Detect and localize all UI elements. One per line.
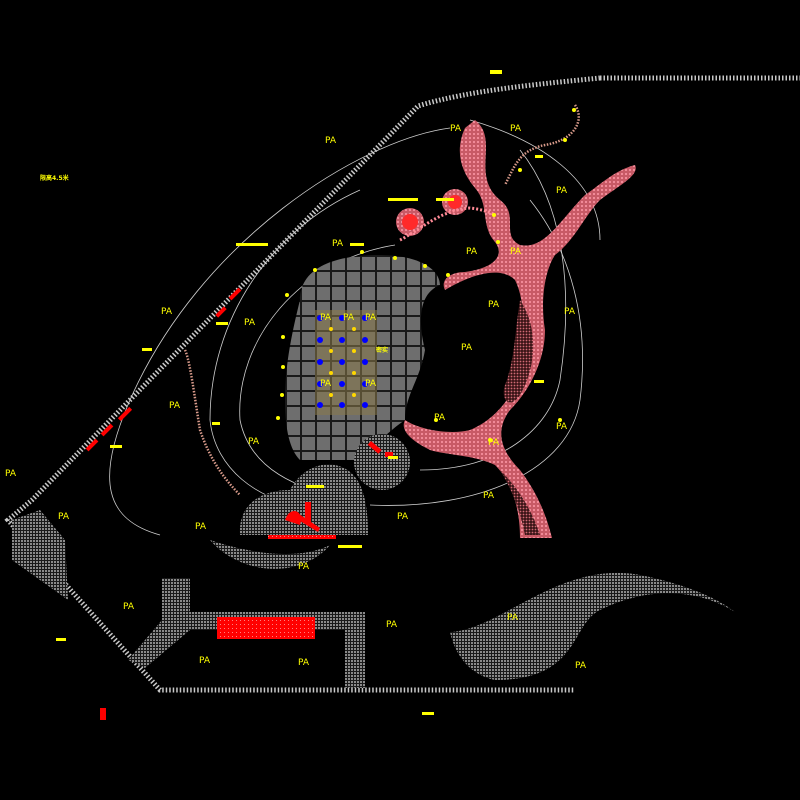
note-mark <box>56 638 66 641</box>
pa-label: PA <box>123 602 135 612</box>
red-structure <box>217 617 315 639</box>
note-mark <box>422 712 434 715</box>
note-mark <box>306 485 324 488</box>
dense-note: 密实 <box>376 346 388 354</box>
note-mark <box>490 70 502 74</box>
paving-left-wedge <box>12 510 68 600</box>
pa-label: PA <box>434 413 446 423</box>
pa-label: PA <box>244 318 256 328</box>
pa-label: PA <box>248 437 260 447</box>
paving-wave <box>450 572 735 680</box>
note-mark <box>535 155 543 158</box>
pa-label: PA <box>450 124 462 134</box>
stage-plaza <box>239 464 368 535</box>
pa-label: PA <box>461 343 473 353</box>
pa-label: PA <box>510 247 522 257</box>
pa-label: PA <box>556 422 568 432</box>
building-footprint <box>128 578 365 688</box>
pa-label: PA <box>510 124 522 134</box>
pa-label: PA <box>199 656 211 666</box>
paving-crescent <box>210 540 330 569</box>
fountain-jets <box>317 315 368 408</box>
pa-label: PA <box>298 562 310 572</box>
annotation-notes: 限高4.5米 密实 <box>40 70 544 715</box>
note-mark <box>142 348 152 351</box>
pa-label: PA <box>5 469 17 479</box>
pa-label: PA <box>488 300 500 310</box>
pa-label: PA <box>386 620 398 630</box>
note-mark <box>388 198 418 201</box>
red-marks <box>85 287 242 720</box>
pa-label: PA <box>575 661 587 671</box>
pa-label: PA <box>365 379 377 389</box>
pa-label: PA <box>556 186 568 196</box>
pa-label: PA <box>507 613 519 623</box>
pa-label: PA <box>365 313 377 323</box>
note-mark <box>236 243 268 246</box>
red-feature <box>268 440 393 539</box>
pa-label: PA <box>320 379 332 389</box>
pa-label: PA <box>466 247 478 257</box>
planting-beds <box>396 120 636 538</box>
round-plaza <box>354 434 410 490</box>
pa-label: PA <box>169 401 181 411</box>
note-mark <box>388 456 398 459</box>
pa-label: PA <box>397 512 409 522</box>
pa-label: PA <box>488 438 500 448</box>
plant-markers <box>276 108 576 442</box>
note-mark <box>216 322 228 325</box>
pa-label: PA <box>483 491 495 501</box>
note-mark <box>110 445 122 448</box>
area-labels: PA PA PA PA PA PA PA PA PA PA PA PA PA P… <box>5 124 587 671</box>
note-mark <box>338 545 362 548</box>
pa-label: PA <box>58 512 70 522</box>
pa-label: PA <box>332 239 344 249</box>
pa-label: PA <box>343 313 355 323</box>
pa-label: PA <box>320 313 332 323</box>
note-mark <box>436 198 454 201</box>
note-mark <box>534 380 544 383</box>
note-mark <box>212 422 220 425</box>
pa-label: PA <box>195 522 207 532</box>
pa-label: PA <box>161 307 173 317</box>
pa-label: PA <box>325 136 337 146</box>
height-limit-note: 限高4.5米 <box>40 174 69 182</box>
note-mark <box>350 243 364 246</box>
winding-paths <box>183 104 580 496</box>
pa-label: PA <box>298 658 310 668</box>
pa-label: PA <box>564 307 576 317</box>
